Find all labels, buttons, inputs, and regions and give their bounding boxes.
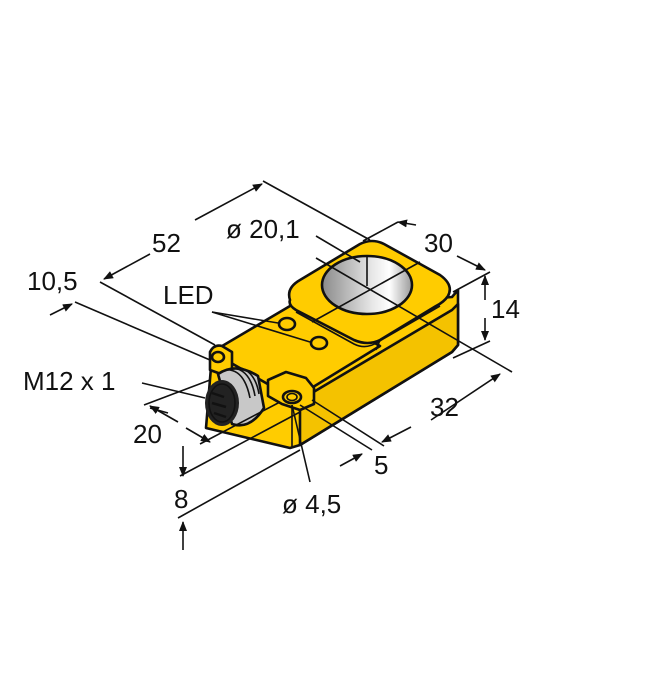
- dimension-lines: [49, 180, 501, 550]
- led-callout-label: LED: [163, 280, 214, 310]
- led-indicators: [211, 311, 329, 351]
- dim-height-label: 14: [491, 294, 520, 324]
- dim-width-top-label: 30: [424, 228, 453, 258]
- dim-offset-label: 10,5: [27, 266, 78, 296]
- led-1-icon: [277, 316, 297, 332]
- led-2-icon: [309, 335, 329, 351]
- dimension-labels: 52 ø 20,1 30 14 32 10,5 LED M12 x 1 20 5…: [23, 214, 520, 519]
- dim-length-label: 52: [152, 228, 181, 258]
- dim-connector-spacing-label: 20: [133, 419, 162, 449]
- dim-connector-height-label: 8: [174, 484, 188, 514]
- connector-callout-label: M12 x 1: [23, 366, 116, 396]
- dim-bore-diameter-label: ø 20,1: [226, 214, 300, 244]
- dim-mount-hole-diameter-label: ø 4,5: [282, 489, 341, 519]
- m12-connector: [205, 344, 266, 427]
- mounting-hole: [266, 370, 316, 412]
- dim-width-bottom-label: 32: [430, 392, 459, 422]
- dim-mount-offset-label: 5: [374, 450, 388, 480]
- coil-bore: [311, 254, 513, 373]
